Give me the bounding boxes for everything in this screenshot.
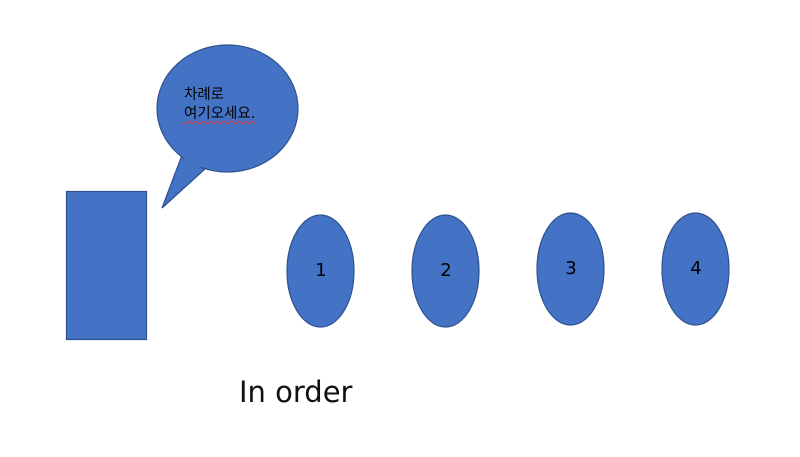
speech-bubble-shape[interactable] [156,44,299,209]
queue-oval-4-label: 4 [690,258,702,279]
caption-text[interactable]: In order [239,375,353,409]
queue-oval-2[interactable] [411,214,480,328]
person-rectangle[interactable] [65,190,148,341]
queue-oval-4[interactable] [661,212,730,326]
queue-oval-3-label: 3 [565,258,577,279]
queue-oval-2-label: 2 [440,260,452,281]
queue-oval-3[interactable] [536,212,605,326]
queue-oval-1[interactable] [286,214,355,328]
speech-bubble-line-1: 차례로 [184,87,225,103]
speech-bubble-line-2: 여기오세요. [184,106,256,122]
speech-bubble-text[interactable]: 차례로 여기오세요. [184,86,255,124]
queue-oval-1-label: 1 [315,260,327,281]
